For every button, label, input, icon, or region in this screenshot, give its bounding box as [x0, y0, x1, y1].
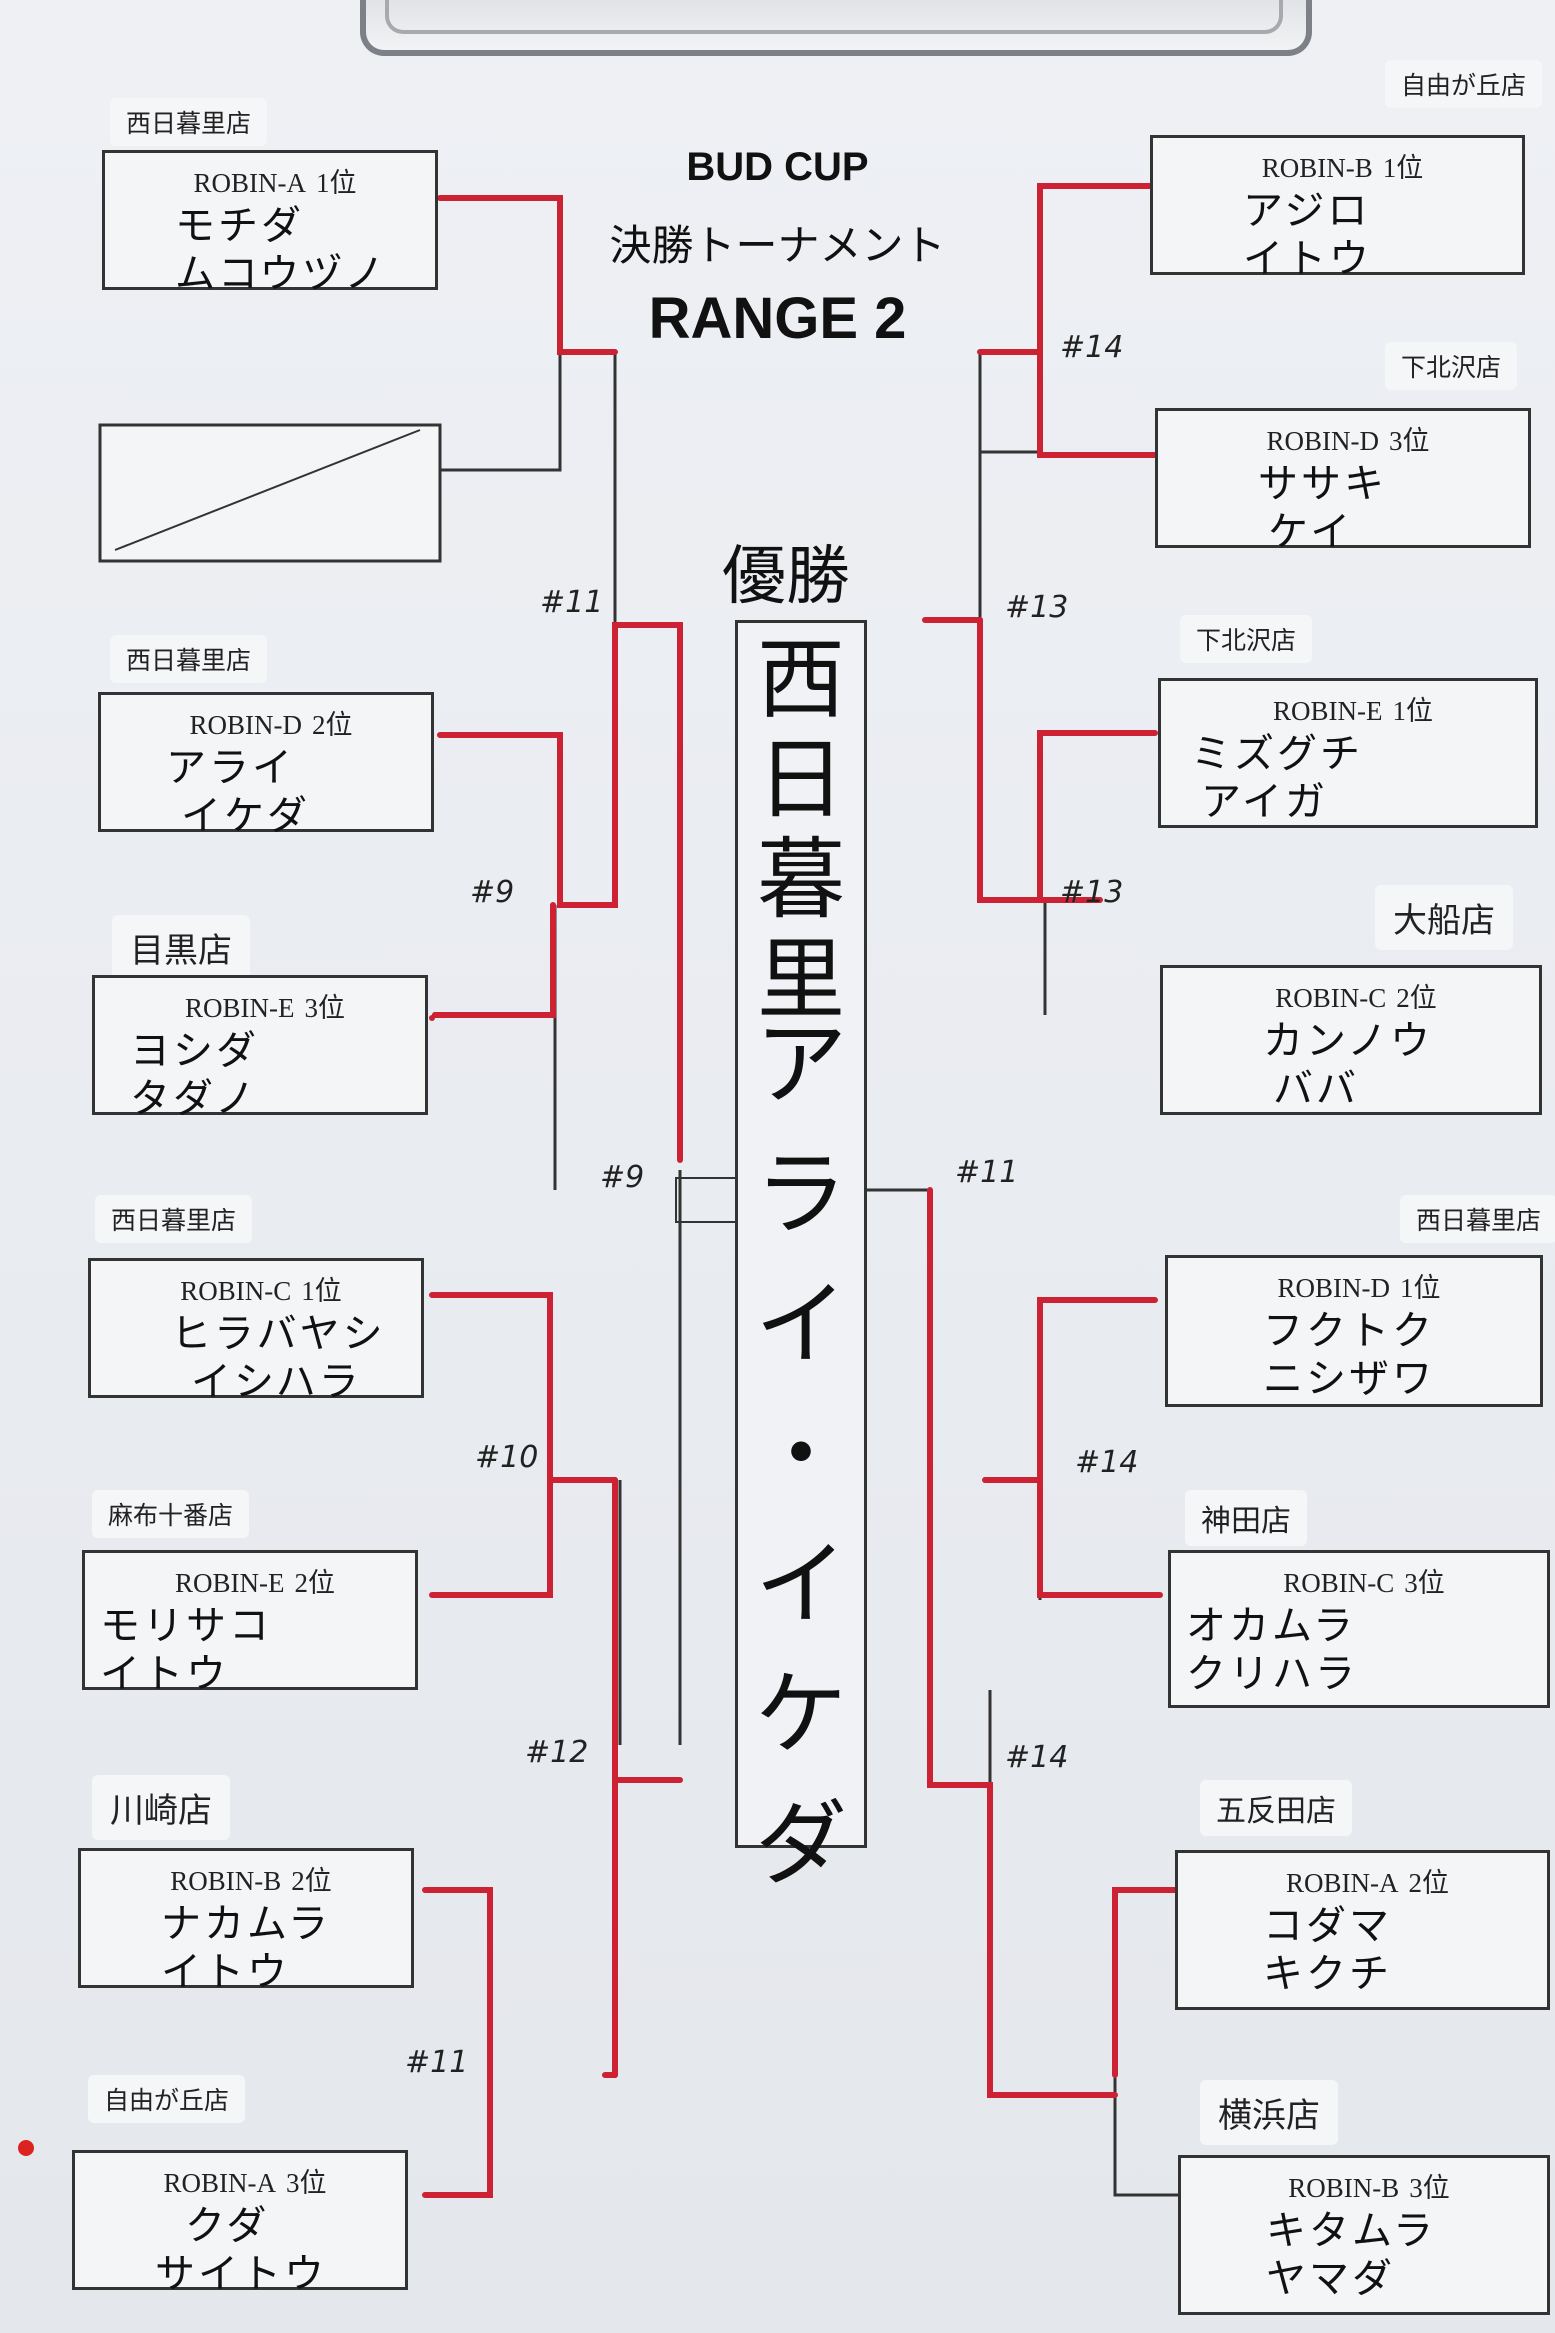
- match-number: #11: [540, 585, 604, 620]
- entry-name-2: サイトウ: [155, 2251, 327, 2297]
- store-label: 目黒店: [112, 915, 250, 980]
- winner-name: アライ・イケダ: [754, 1011, 847, 1898]
- entry-name-2: キクチ: [1263, 1951, 1392, 1997]
- entry-name-1: ヨシダ: [130, 1028, 259, 1074]
- entry-name-1: フクトク: [1263, 1308, 1435, 1354]
- red-dot: [18, 2140, 34, 2156]
- entry-name-2: ヤマダ: [1266, 2256, 1395, 2302]
- store-label: 五反田店: [1200, 1780, 1352, 1836]
- entry-name-1: アライ: [166, 745, 295, 791]
- match-number: #14: [1060, 330, 1124, 365]
- store-label: 神田店: [1185, 1490, 1307, 1546]
- entry-name-1: ササキ: [1258, 461, 1387, 507]
- range-title: RANGE 2: [648, 286, 907, 351]
- entry-name-1: オカムラ: [1186, 1603, 1356, 1649]
- match-number: #13: [1005, 590, 1069, 625]
- entry-name-2: イトウ: [1243, 236, 1372, 282]
- winner-store: 西日暮里: [756, 628, 845, 1031]
- clipboard-clip: [360, 0, 1312, 56]
- match-number: #13: [1060, 875, 1124, 910]
- entry-name-2: ケイ: [1268, 509, 1354, 555]
- event-title: BUD CUP: [686, 145, 869, 189]
- entry-name-1: ナカムラ: [161, 1901, 331, 1947]
- match-number: #11: [405, 2045, 469, 2080]
- match-number: #9: [470, 875, 515, 910]
- winner-box: [735, 620, 867, 1848]
- entry-name-1: モチダ: [175, 203, 304, 249]
- store-label: 自由が丘店: [88, 2075, 246, 2123]
- entry-name-2: アイガ: [1201, 779, 1328, 825]
- entry-name-2: タダノ: [130, 1076, 258, 1122]
- entry-name-2: イケダ: [181, 793, 310, 839]
- store-label: 自由が丘店: [1385, 60, 1543, 108]
- entry-name-1: キタムラ: [1266, 2208, 1436, 2254]
- entry-name-2: イシハラ: [191, 1359, 362, 1405]
- match-number: #14: [1005, 1740, 1069, 1775]
- store-label: 大船店: [1375, 885, 1513, 950]
- entry-name-1: ヒラバヤシ: [171, 1311, 386, 1357]
- entry-name-1: クダ: [185, 2203, 270, 2249]
- store-label: 西日暮里店: [110, 98, 268, 146]
- store-label: 西日暮里店: [110, 635, 268, 683]
- entry-name-2: イトウ: [100, 1651, 229, 1697]
- clipboard-clip-inner: [385, 0, 1283, 34]
- match-number: #10: [475, 1440, 539, 1475]
- store-label: 西日暮里店: [95, 1195, 253, 1243]
- winner-label: 優勝: [722, 540, 850, 614]
- entry-name-1: コダマ: [1263, 1903, 1392, 1949]
- event-subtitle: 決勝トーナメント: [609, 221, 946, 270]
- store-label: 下北沢店: [1180, 615, 1313, 663]
- entry-name-1: アジロ: [1243, 188, 1371, 234]
- entry-name-1: ミズグチ: [1191, 731, 1363, 777]
- match-number: #11: [955, 1155, 1019, 1190]
- entry-name-2: ババ: [1273, 1066, 1359, 1112]
- entry-name-2: イトウ: [161, 1949, 290, 1995]
- entry-name-2: クリハラ: [1186, 1651, 1358, 1697]
- entry-name-1: モリサコ: [100, 1603, 272, 1649]
- entry-name-1: カンノウ: [1263, 1018, 1433, 1064]
- match-number: #12: [525, 1735, 589, 1770]
- match-number: #9: [600, 1160, 645, 1195]
- match-number: #14: [1075, 1445, 1139, 1480]
- store-label: 麻布十番店: [92, 1490, 250, 1538]
- store-label: 横浜店: [1200, 2080, 1338, 2145]
- store-label: 川崎店: [92, 1775, 230, 1840]
- store-label: 下北沢店: [1385, 342, 1518, 390]
- entry-name-2: ニシザワ: [1263, 1356, 1435, 1402]
- entry-name-2: ムコウヅノ: [175, 251, 388, 297]
- store-label: 西日暮里店: [1400, 1195, 1555, 1243]
